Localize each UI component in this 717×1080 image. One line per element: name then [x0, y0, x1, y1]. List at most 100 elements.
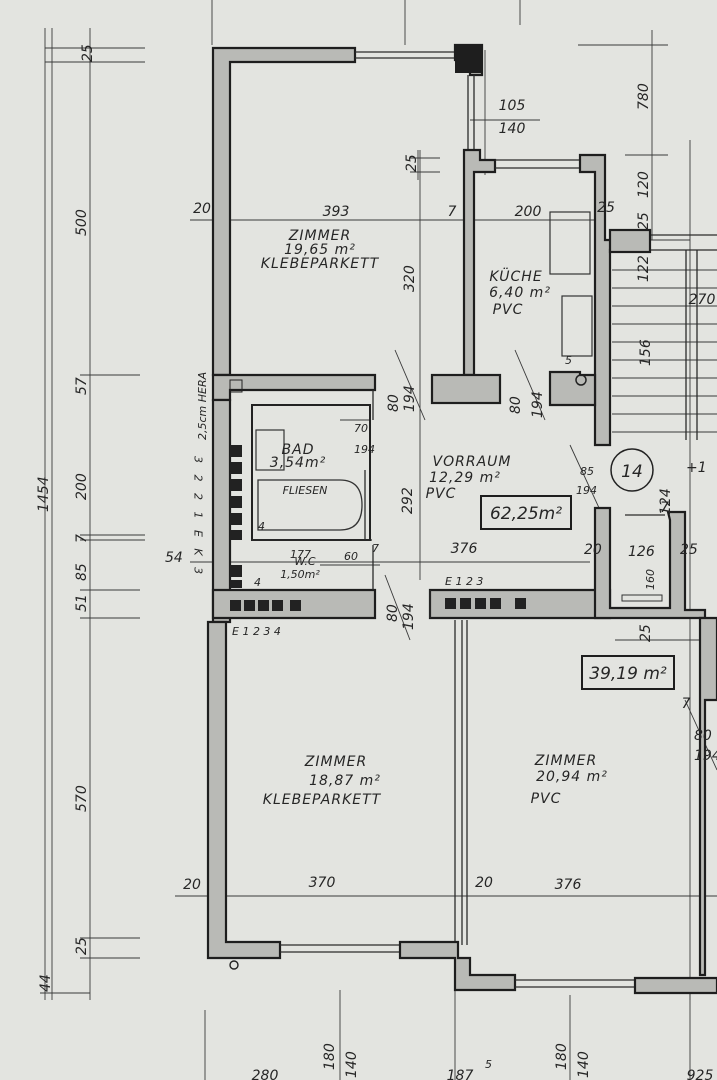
room-zimmer-bottom-right: ZIMMER 20,94 m² PVC	[531, 753, 608, 807]
top-room-dimensions: 393 20 320 7 105 140 25	[193, 98, 525, 292]
dim: 105	[499, 98, 526, 114]
stair-number: 14	[621, 462, 643, 482]
room-zimmer-top: ZIMMER 19,65 m² KLEBEPARKETT	[261, 228, 380, 272]
dim: 122	[636, 255, 652, 282]
dim: 376	[555, 877, 582, 893]
dim: 70	[354, 422, 368, 435]
dim-side: +1	[686, 460, 707, 476]
room-area: 1,50m²	[280, 568, 320, 581]
dim: 20	[183, 877, 201, 893]
dim: 140	[344, 1051, 360, 1078]
dim: 5	[485, 1058, 492, 1071]
room-floor: FLIESEN	[283, 484, 328, 497]
dim: 5	[565, 354, 572, 367]
dim: 393	[323, 204, 350, 220]
dim: 7	[372, 542, 379, 555]
dim: 4	[258, 520, 265, 533]
left-dimension-chain: 25 500 57 200 7 85 51 570 25 44 1454	[36, 44, 96, 992]
dim: 376	[451, 541, 478, 557]
dim-left: 25	[80, 44, 96, 62]
room-floor: KLEBEPARKETT	[261, 256, 380, 272]
room-name: VORRAUM	[433, 454, 512, 470]
dim: 7	[660, 500, 669, 516]
dim: 80	[386, 394, 402, 412]
washbasin	[255, 429, 285, 471]
dim: 292	[400, 487, 416, 514]
bottom-dimensions: 370 20 376 20 7 280 180 140 187 5 180 14…	[183, 696, 713, 1080]
sockets-label-bad: E 1 2 3 4	[232, 625, 281, 638]
dimension-lines	[40, 0, 717, 1080]
room-bad: BAD 3,54m² FLIESEN	[270, 442, 328, 497]
staircase	[612, 250, 717, 440]
room-name: KÜCHE	[489, 267, 542, 285]
dim: 25	[404, 154, 420, 172]
area-box-2	[581, 655, 675, 690]
dim-left: 51	[74, 594, 90, 612]
area-total-2: 39,19 m²	[589, 664, 667, 684]
dim: 140	[576, 1051, 592, 1078]
dim: 194	[576, 484, 597, 497]
dim: 320	[402, 265, 418, 292]
dim: 124	[658, 488, 674, 515]
socket-column	[230, 445, 242, 588]
dim-total-height: 1454	[36, 476, 52, 512]
dim: 194	[354, 443, 375, 456]
dim: 925	[687, 1068, 714, 1080]
dim-left: 500	[74, 209, 90, 236]
dim: 60	[344, 550, 358, 563]
sockets-label-left: 3 2 2 1 E K 3	[192, 456, 205, 578]
dim-left: 7	[74, 534, 90, 543]
kitchen-counter	[549, 211, 591, 275]
room-area: 6,40 m²	[489, 285, 551, 301]
dim: 370	[309, 875, 336, 891]
walls	[206, 43, 717, 995]
dim: 126	[628, 544, 655, 560]
dim-left: 200	[74, 473, 90, 500]
opening-dimensions: 80 194 70 194 80 194 85 194 80 194	[354, 385, 597, 630]
room-vorraum: VORRAUM 12,29 m² PVC	[426, 454, 512, 502]
dim: 25	[638, 624, 654, 642]
room-area: 20,94 m²	[536, 769, 608, 785]
dim: 156	[638, 339, 654, 366]
dim: 7	[448, 204, 457, 220]
dim: 194	[530, 391, 546, 418]
room-name: BAD	[282, 442, 315, 458]
dim: 140	[499, 121, 526, 137]
dim: 25	[636, 212, 652, 230]
dim: 280	[252, 1068, 279, 1080]
dim: 187	[447, 1068, 474, 1080]
room-wc: W.C 1,50m²	[280, 555, 320, 581]
dim: 194	[402, 385, 418, 412]
room-name: ZIMMER	[288, 228, 351, 244]
room-kueche: KÜCHE 6,40 m² PVC	[489, 267, 551, 318]
dim: 80	[385, 604, 401, 622]
sockets-label-vorraum: E 1 2 3	[445, 575, 483, 588]
room-floor: PVC	[426, 486, 457, 502]
stair-number-circle	[610, 448, 654, 492]
room-floor: PVC	[531, 791, 562, 807]
room-zimmer-bottom-left: ZIMMER 18,87 m² KLEBEPARKETT	[263, 754, 382, 808]
dim: 54	[165, 550, 183, 566]
socket-row-left	[230, 600, 301, 611]
room-name: ZIMMER	[534, 753, 597, 769]
socket-row-vorraum	[445, 598, 526, 609]
dim: 20	[193, 201, 211, 217]
dim: 177	[290, 548, 311, 561]
dim-side: 194	[694, 748, 717, 764]
dim: 25	[680, 542, 698, 558]
dim: 25	[597, 200, 615, 216]
dim: 180	[554, 1043, 570, 1070]
dim: 194	[401, 603, 417, 630]
dim-left: 85	[74, 563, 90, 581]
area-box-1	[480, 495, 572, 530]
dim: 4	[254, 576, 261, 589]
room-area: 3,54m²	[270, 455, 326, 471]
dim: 160	[644, 569, 657, 590]
room-floor: KLEBEPARKETT	[263, 792, 382, 808]
middle-dimensions: 292 376 60 7 177 54 124 7 20 126 25 160 …	[165, 354, 698, 642]
dim: 120	[636, 171, 652, 198]
dim-side: 80	[694, 728, 712, 744]
kitchen-dimensions: 200 25 780 120 25 122 270 156	[515, 83, 716, 366]
dim-left: 57	[74, 377, 90, 395]
